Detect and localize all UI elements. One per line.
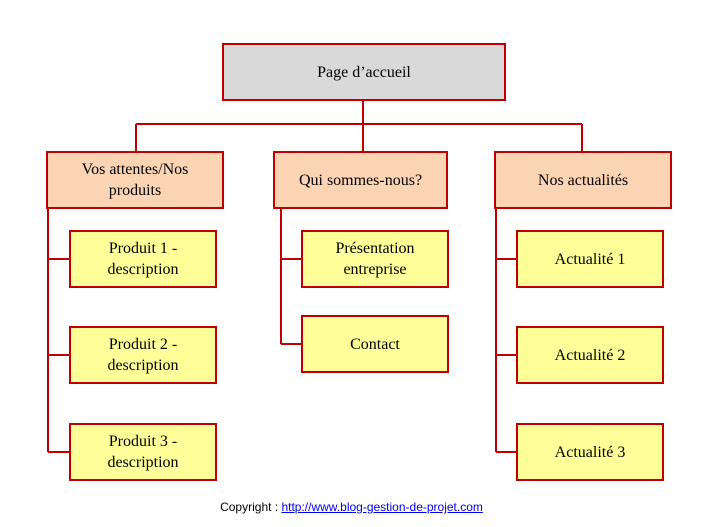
leaf-label-line: description [107, 454, 179, 471]
root-label: Page d’accueil [317, 63, 411, 81]
category-box-attentes-produits: Vos attentes/Nos produits [46, 151, 224, 209]
category-label-line: Vos attentes/Nos [81, 161, 189, 178]
leaf-label-line: Produit 2 - [108, 336, 178, 353]
category-box-qui-sommes-nous: Qui sommes-nous? [273, 151, 448, 209]
leaf-box-produit-2: Produit 2 - description [69, 326, 217, 384]
root-box-page-accueil: Page d’accueil [222, 43, 506, 101]
leaf-box-contact: Contact [301, 315, 449, 373]
leaf-box-actualite-3: Actualité 3 [516, 423, 664, 481]
leaf-box-actualite-1: Actualité 1 [516, 230, 664, 288]
category-label-line: Qui sommes-nous? [298, 171, 423, 189]
leaf-box-presentation-entreprise: Présentation entreprise [301, 230, 449, 288]
copyright-footer: Copyright : http://www.blog-gestion-de-p… [0, 500, 703, 514]
leaf-label-line: entreprise [343, 261, 407, 278]
leaf-box-produit-3: Produit 3 - description [69, 423, 217, 481]
category-box-actualites: Nos actualités [494, 151, 672, 209]
category-label-line: Nos actualités [537, 171, 629, 189]
leaf-label-line: Actualité 1 [554, 250, 626, 268]
leaf-label-line: description [107, 261, 179, 278]
copyright-label: Copyright : [220, 500, 282, 514]
leaf-label-line: Actualité 2 [554, 346, 626, 364]
leaf-label-line: Présentation [335, 240, 415, 257]
leaf-label-line: Contact [350, 335, 400, 353]
leaf-label-line: Produit 1 - [108, 240, 178, 257]
category-label-line: produits [108, 182, 162, 199]
leaf-label-line: Actualité 3 [554, 443, 626, 461]
copyright-link[interactable]: http://www.blog-gestion-de-projet.com [281, 500, 483, 514]
leaf-label-line: description [107, 357, 179, 374]
leaf-box-produit-1: Produit 1 - description [69, 230, 217, 288]
leaf-box-actualite-2: Actualité 2 [516, 326, 664, 384]
leaf-label-line: Produit 3 - [108, 433, 178, 450]
